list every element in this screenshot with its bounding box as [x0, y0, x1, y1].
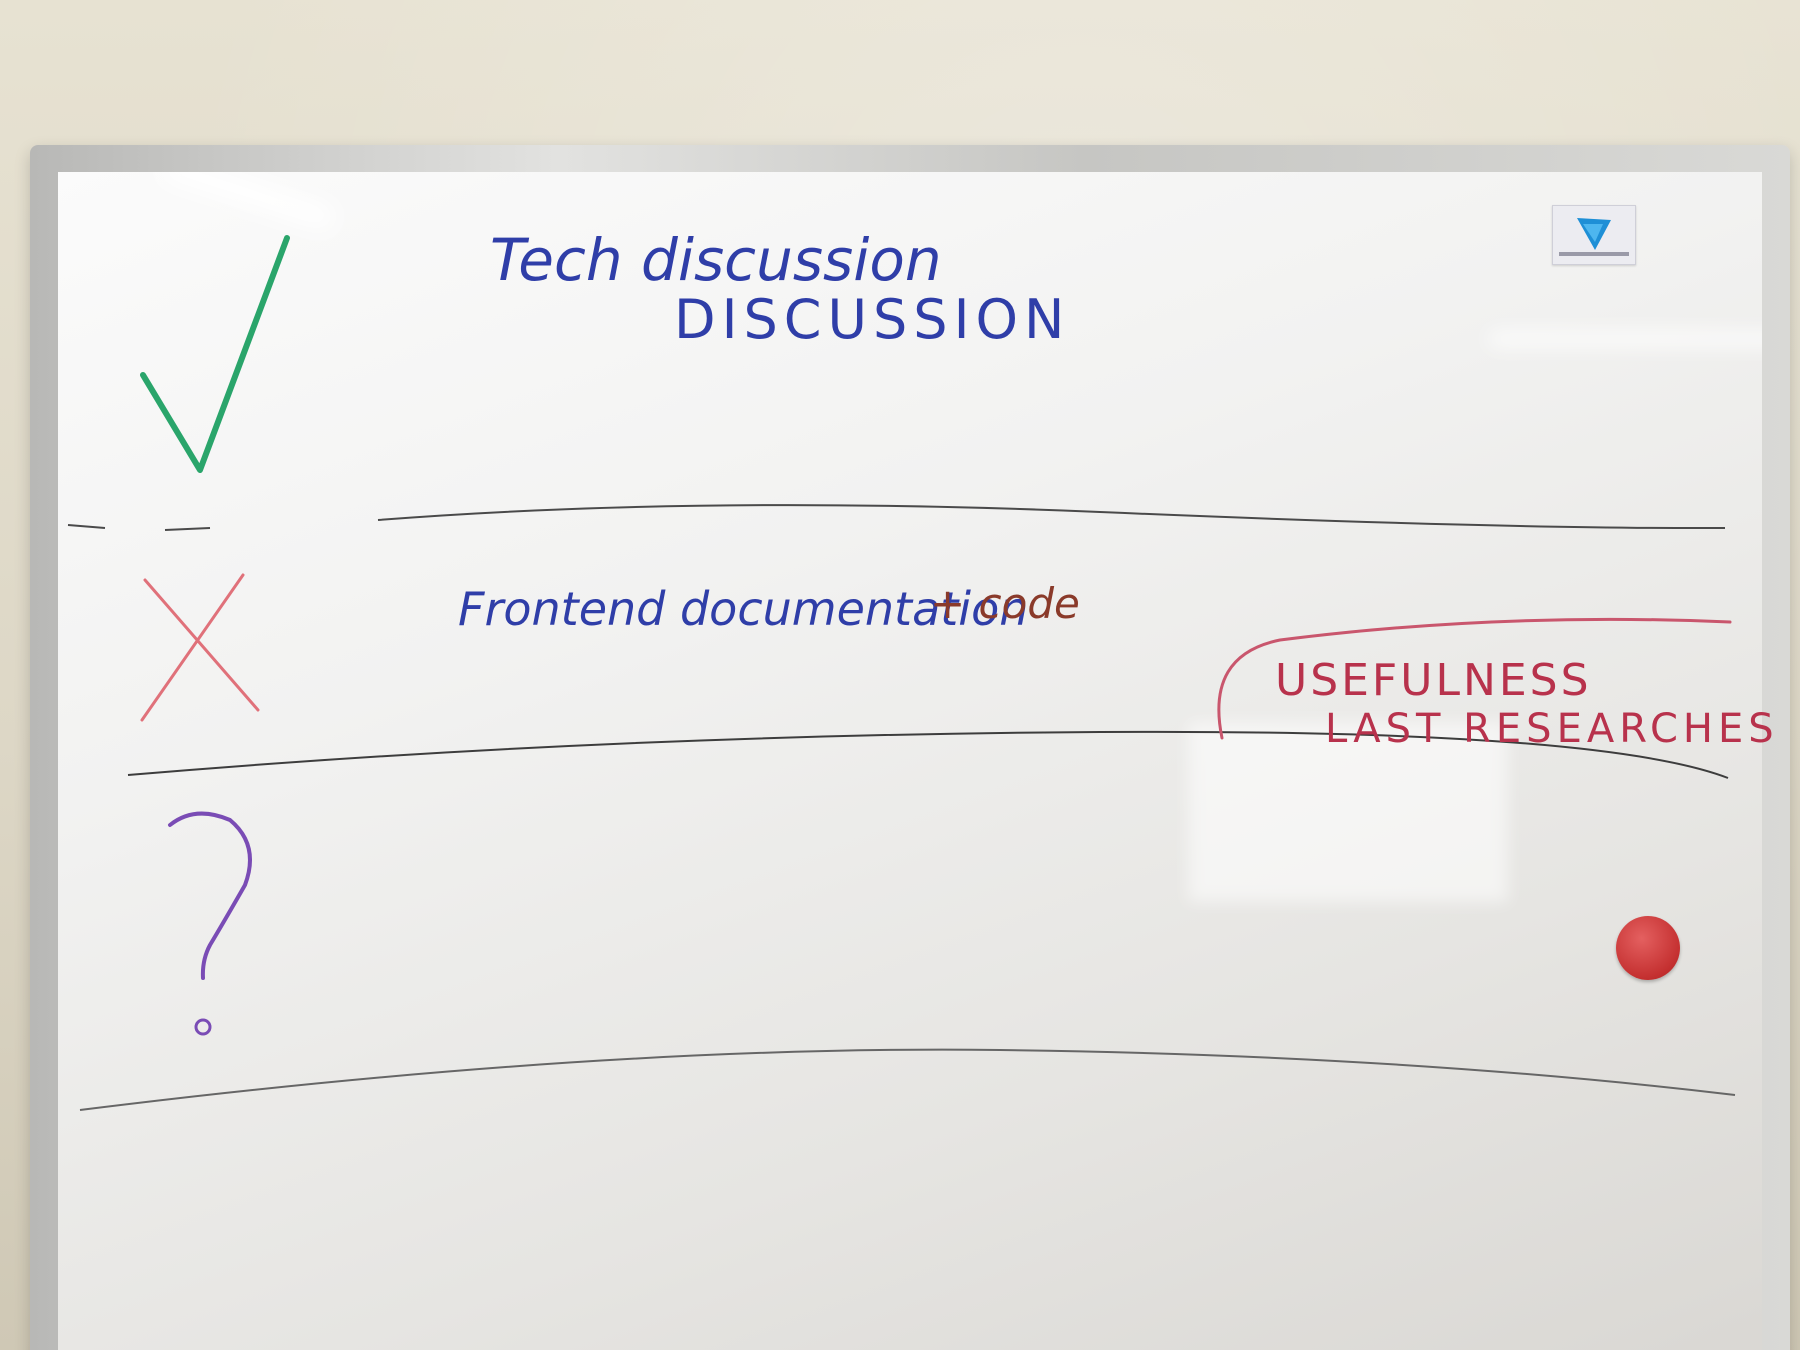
red-magnet [1616, 916, 1680, 980]
plus-code-text: + code [930, 579, 1080, 628]
checkmark-icon [140, 235, 290, 473]
window-reflection [1188, 722, 1508, 902]
speech-bubble-outline [1217, 617, 1732, 740]
cross-icon [140, 573, 260, 722]
frontend-documentation-text: Frontend documentation [458, 582, 1028, 636]
light-glare [1488, 332, 1762, 346]
heading-discussion: DISCUSSION [674, 288, 1070, 351]
question-mark-icon [168, 811, 252, 980]
logo-sticker [1552, 205, 1636, 265]
last-researches-text: LAST RESEARCHES [1325, 706, 1779, 752]
question-mark-dot [194, 1018, 212, 1036]
heading-tech-discussion: Tech discussion [490, 226, 942, 294]
divider-line [79, 1048, 1736, 1111]
usefulness-text: USEFULNESS [1275, 655, 1592, 706]
divider-line [67, 504, 1726, 531]
divider-line [127, 730, 1729, 779]
whiteboard-surface [58, 172, 1762, 1350]
logo-sticker-graphic [1553, 206, 1635, 264]
